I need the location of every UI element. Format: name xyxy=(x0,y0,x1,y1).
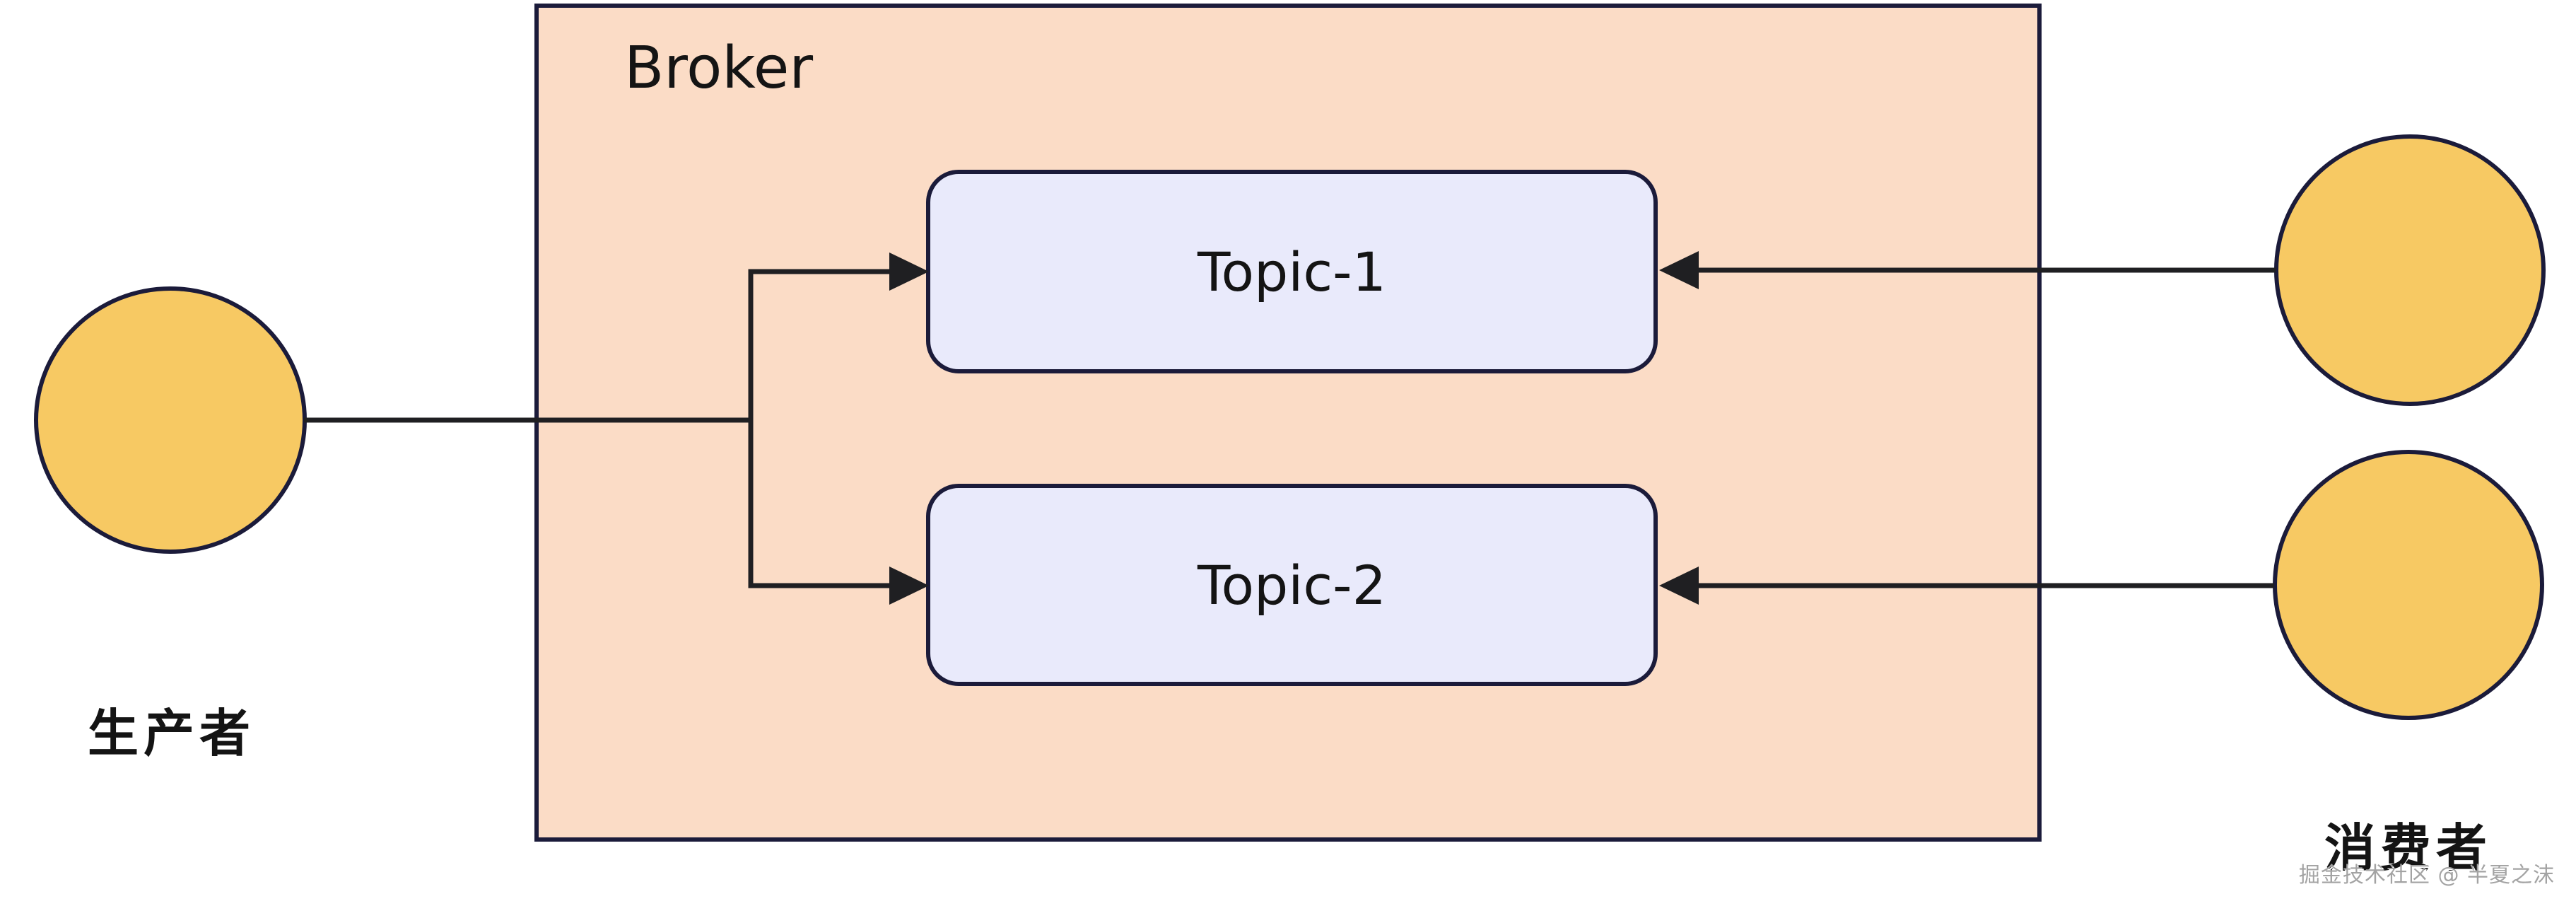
consumer-node-1 xyxy=(2274,134,2546,406)
broker-label: Broker xyxy=(624,35,814,102)
consumer-label: 消费者 xyxy=(2324,818,2493,878)
topic-1-label: Topic-1 xyxy=(1198,240,1386,303)
topic-2-label: Topic-2 xyxy=(1198,553,1386,617)
consumer-node-2 xyxy=(2273,450,2544,720)
arrowhead-consumer-1 xyxy=(1659,251,1699,289)
arrowhead-into-topic-1 xyxy=(889,252,929,291)
topic-2-box: Topic-2 xyxy=(926,484,1658,686)
branch-line xyxy=(748,269,892,588)
producer-node xyxy=(34,286,307,554)
arrowhead-consumer-2 xyxy=(1659,567,1699,605)
broker-box xyxy=(534,4,2042,842)
arrowhead-into-topic-2 xyxy=(889,567,929,605)
topic-1-box: Topic-1 xyxy=(926,170,1658,373)
watermark-text: 掘金技术社区 @ 半夏之沫 xyxy=(2298,863,2555,888)
producer-label: 生产者 xyxy=(88,704,256,763)
